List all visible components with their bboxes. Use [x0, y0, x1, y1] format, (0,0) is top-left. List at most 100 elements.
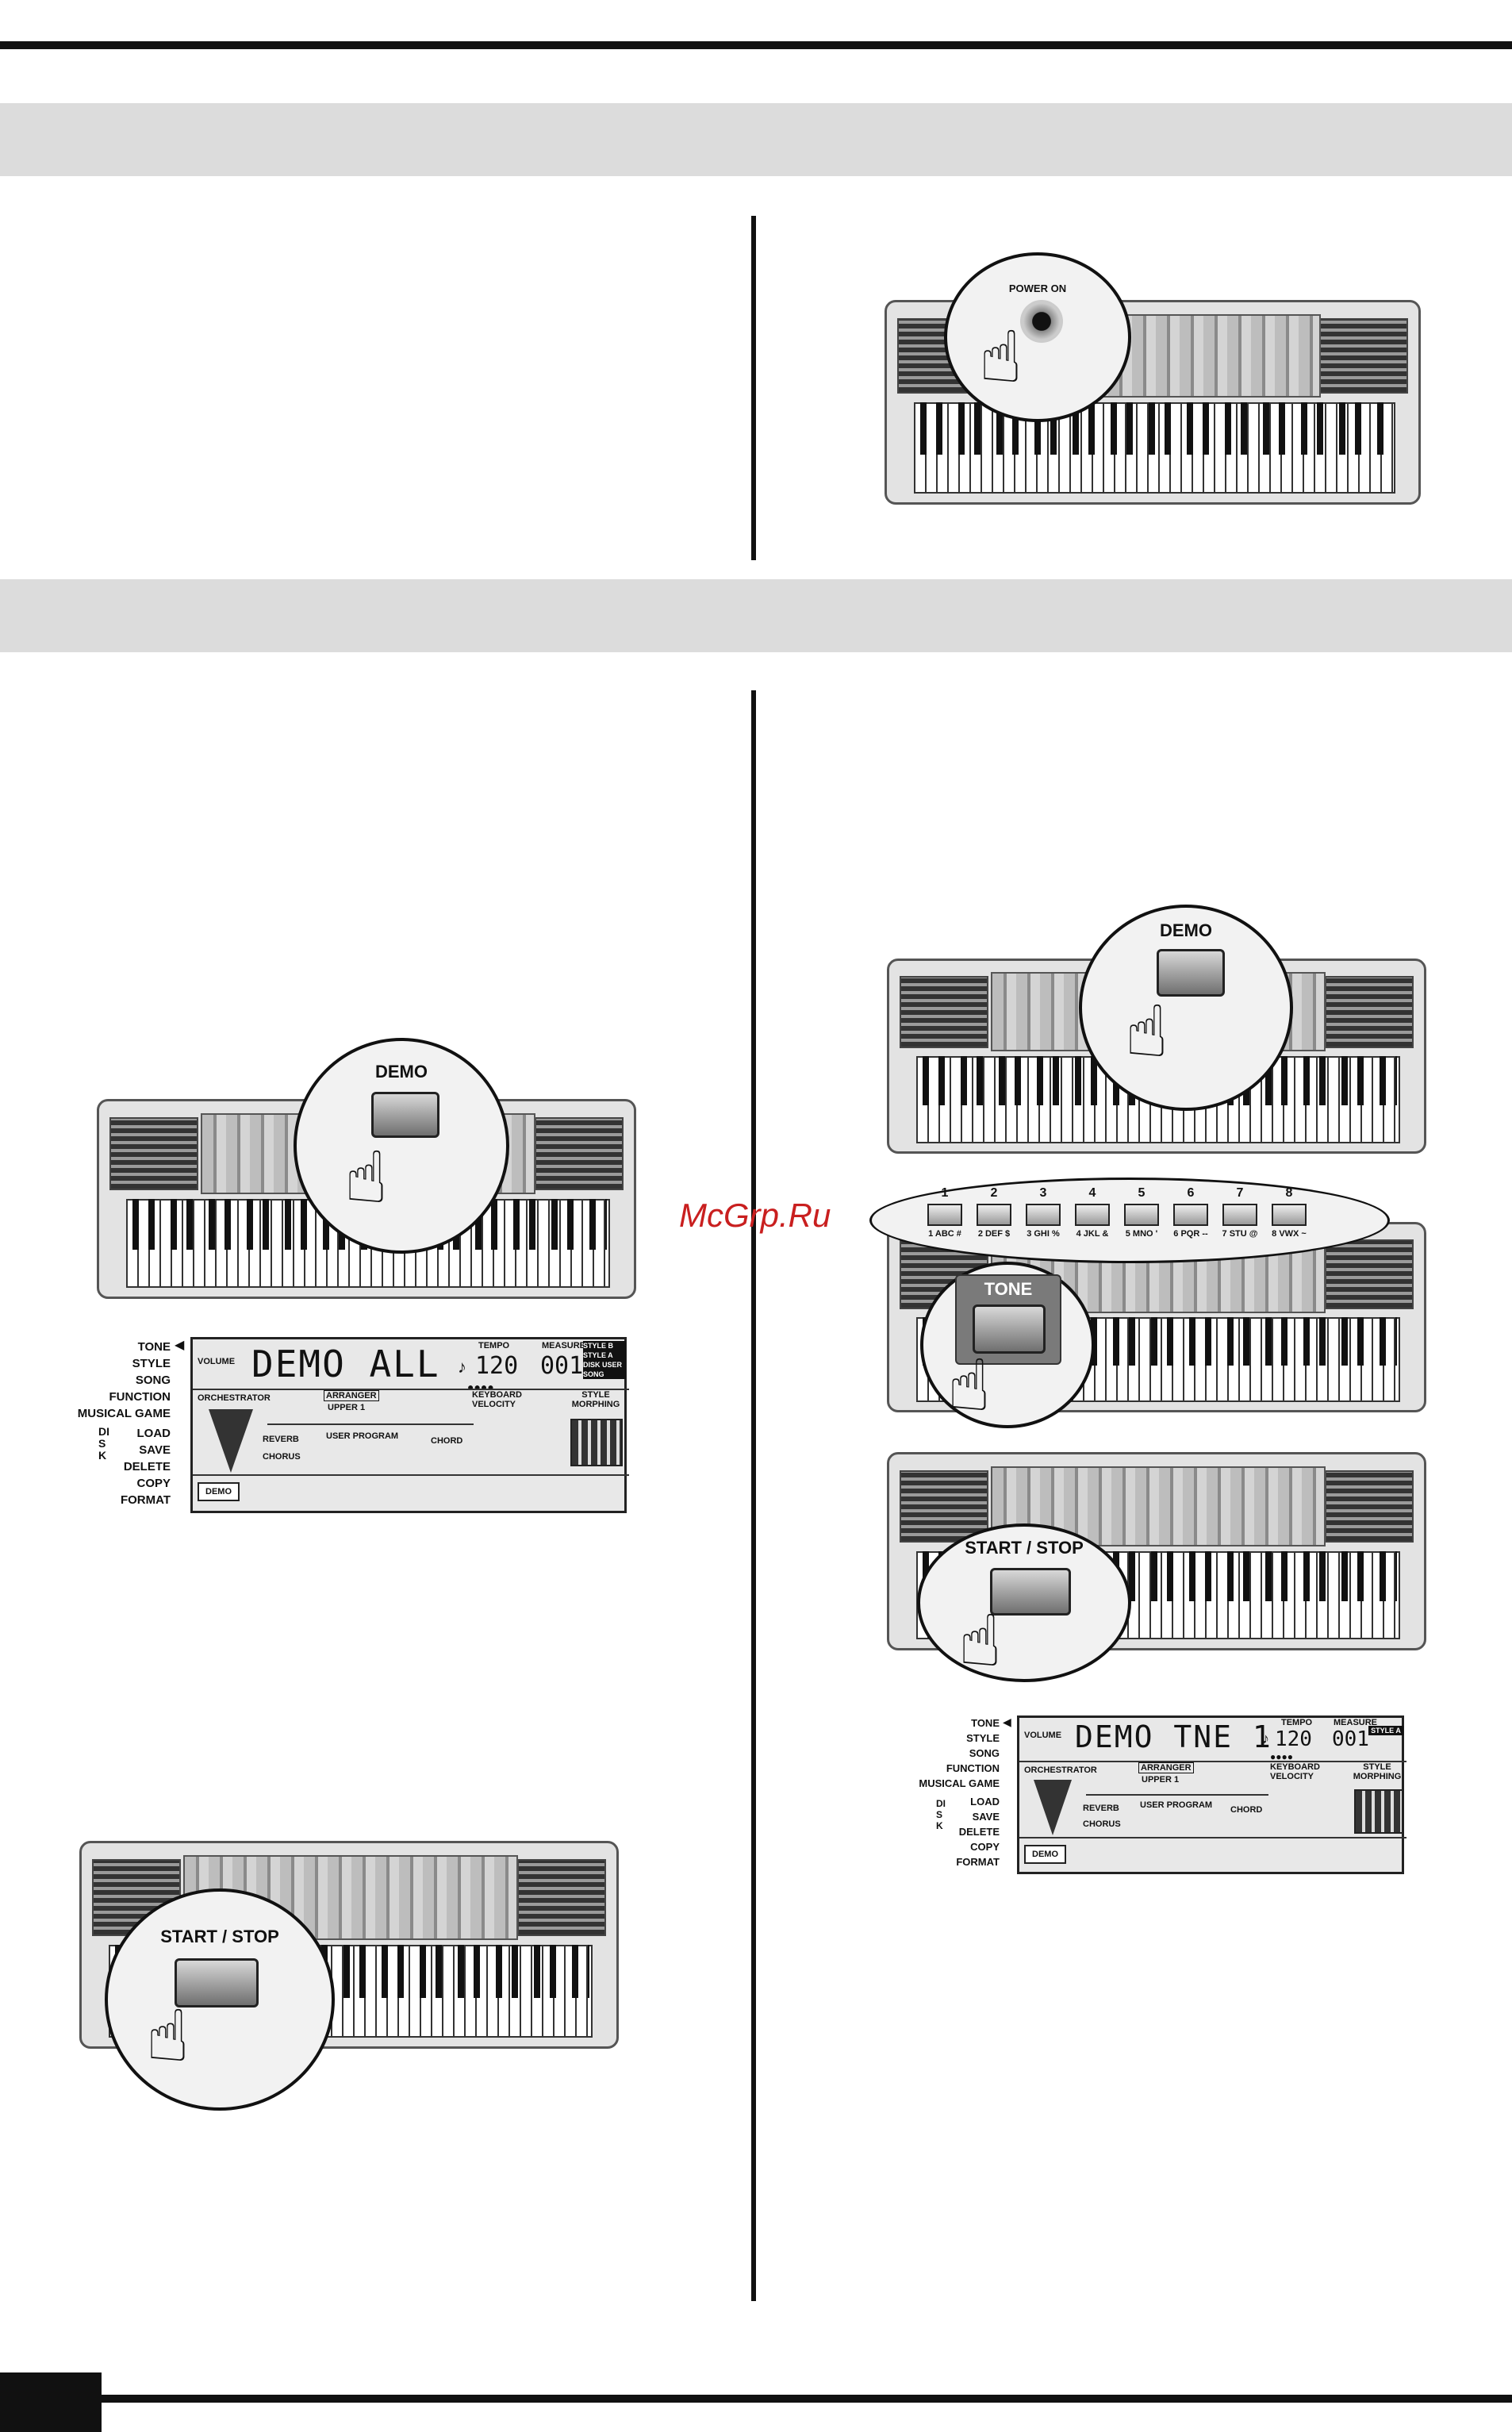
lcd-chorus: CHORUS [263, 1452, 301, 1462]
lcd-screen: VOLUME DEMO ALL TEMPO 120 ♪ ●●●● MEASURE… [190, 1337, 629, 1513]
tone-label: TONE [984, 1279, 1033, 1299]
style-morphing-grid [1354, 1789, 1403, 1834]
demo-bubble-right: DEMO ☝ [1079, 905, 1293, 1111]
disk-vertical-label: DISK [936, 1798, 946, 1831]
start-stop-bubble-left: START / STOP ☝ [105, 1888, 335, 2111]
demo-label: DEMO [1160, 920, 1212, 940]
style-morphing-grid [570, 1419, 623, 1466]
menu-copy: COPY [970, 1841, 1000, 1853]
orchestrator-funnel-icon [1034, 1780, 1072, 1835]
menu-save: SAVE [972, 1811, 1000, 1823]
lcd-measure-value: 001 [1332, 1727, 1369, 1751]
watermark: McGrp.Ru [679, 1197, 831, 1234]
lcd-tempo-label: TEMPO [478, 1341, 510, 1350]
menu-format: FORMAT [956, 1856, 1000, 1868]
beat-dots-icon: ●●●● [1270, 1751, 1293, 1762]
demo-bubble-left: DEMO ☝ [294, 1038, 509, 1254]
menu-musical-game: MUSICAL GAME [919, 1777, 1000, 1789]
start-stop-label: START / STOP [965, 1538, 1084, 1558]
hand-pointer-icon: ☝ [1125, 993, 1169, 1072]
menu-load: LOAD [970, 1796, 1000, 1808]
lcd-measure-value: 001 [540, 1352, 584, 1380]
lcd-arrow-icon: ◀ [1003, 1715, 1011, 1728]
note-icon: ♪ [1262, 1731, 1269, 1746]
hand-pointer-icon: ☝ [344, 1139, 388, 1218]
lcd-style-morphing: STYLE MORPHING [1353, 1762, 1402, 1781]
lcd-style-tags: STYLE B STYLE A DISK USER SONG [583, 1341, 626, 1379]
menu-function: FUNCTION [109, 1390, 171, 1404]
demo-button-graphic [371, 1092, 439, 1138]
lcd-mode-menu: TONE STYLE SONG FUNCTION MUSICAL GAME LO… [63, 1339, 171, 1508]
lcd-keyboard-velocity: KEYBOARD VELOCITY [472, 1390, 522, 1409]
start-stop-button-graphic [990, 1568, 1071, 1616]
menu-style: STYLE [966, 1732, 1000, 1744]
page-number-tab [0, 2372, 102, 2432]
menu-delete: DELETE [958, 1826, 1000, 1838]
lcd-tempo-label: TEMPO [1281, 1718, 1313, 1727]
lcd-upper1: UPPER 1 [1142, 1775, 1180, 1785]
lcd-upper1: UPPER 1 [328, 1403, 366, 1412]
beat-dots-icon: ●●●● [467, 1381, 494, 1393]
hand-pointer-icon: ☝ [947, 1347, 991, 1426]
column-divider-2 [751, 690, 756, 2301]
menu-delete: DELETE [123, 1460, 171, 1473]
tone-button-frame: TONE [955, 1274, 1061, 1365]
section-header-band-2 [0, 579, 1512, 652]
tag-style-a: STYLE A [1371, 1727, 1401, 1735]
menu-song: SONG [135, 1374, 171, 1387]
lcd-reverb: REVERB [263, 1435, 299, 1444]
lcd-style-morphing: STYLE MORPHING [571, 1390, 620, 1409]
lcd-volume: VOLUME [198, 1357, 236, 1366]
lcd-display-left: TONE STYLE SONG FUNCTION MUSICAL GAME LO… [63, 1337, 629, 1513]
menu-musical-game: MUSICAL GAME [77, 1407, 171, 1420]
hand-pointer-icon: ☝ [979, 318, 1023, 398]
hand-pointer-icon: ☝ [958, 1602, 1002, 1681]
tone-bubble: TONE ☝ [920, 1262, 1095, 1428]
lcd-user-program: USER PROGRAM [1140, 1800, 1213, 1810]
lcd-reverb: REVERB [1083, 1804, 1119, 1813]
power-bubble: POWER ON ☝ [944, 252, 1131, 422]
note-icon: ♪ [458, 1357, 466, 1377]
lcd-main-text: DEMO TNE 1 [1075, 1719, 1272, 1754]
lcd-display-right: TONE STYLE SONG FUNCTION MUSICAL GAME LO… [904, 1715, 1406, 1874]
menu-style: STYLE [132, 1357, 171, 1370]
tag-disk-user: DISK USER [583, 1361, 623, 1369]
lcd-orchestrator: ORCHESTRATOR [198, 1393, 271, 1403]
tag-song: SONG [583, 1370, 604, 1378]
lcd-tempo-value: 120 [475, 1352, 519, 1380]
lcd-chorus: CHORUS [1083, 1819, 1121, 1829]
lcd-arranger: ARRANGER [324, 1390, 379, 1401]
lcd-main-text: DEMO ALL [251, 1343, 440, 1385]
disk-vertical-label: DISK [98, 1425, 109, 1462]
orchestrator-funnel-icon [209, 1409, 253, 1473]
lcd-volume: VOLUME [1024, 1731, 1062, 1740]
start-stop-bubble-right: START / STOP ☝ [917, 1523, 1131, 1682]
menu-load: LOAD [136, 1427, 171, 1440]
menu-song: SONG [969, 1747, 1000, 1759]
lcd-chord: CHORD [1230, 1805, 1263, 1815]
tag-style-a: STYLE A [583, 1351, 613, 1359]
lcd-tempo-value: 120 [1275, 1727, 1312, 1751]
power-button-icon [1020, 300, 1063, 343]
hand-pointer-icon: ☝ [146, 1997, 190, 2077]
demo-label: DEMO [375, 1062, 428, 1082]
menu-tone: TONE [137, 1340, 171, 1354]
top-rule [0, 41, 1512, 49]
lcd-arranger: ARRANGER [1138, 1762, 1194, 1773]
lcd-arrow-icon: ◀ [175, 1339, 185, 1352]
lcd-demo-button: DEMO [198, 1482, 240, 1501]
lcd-measure-label: MEASURE [1334, 1718, 1378, 1727]
power-on-label: POWER ON [1008, 282, 1067, 294]
lcd-mode-menu: TONE STYLE SONG FUNCTION MUSICAL GAME LO… [904, 1715, 1000, 1869]
menu-format: FORMAT [120, 1493, 171, 1507]
lcd-measure-label: MEASURE [542, 1341, 586, 1350]
section-header-band-1 [0, 103, 1512, 176]
